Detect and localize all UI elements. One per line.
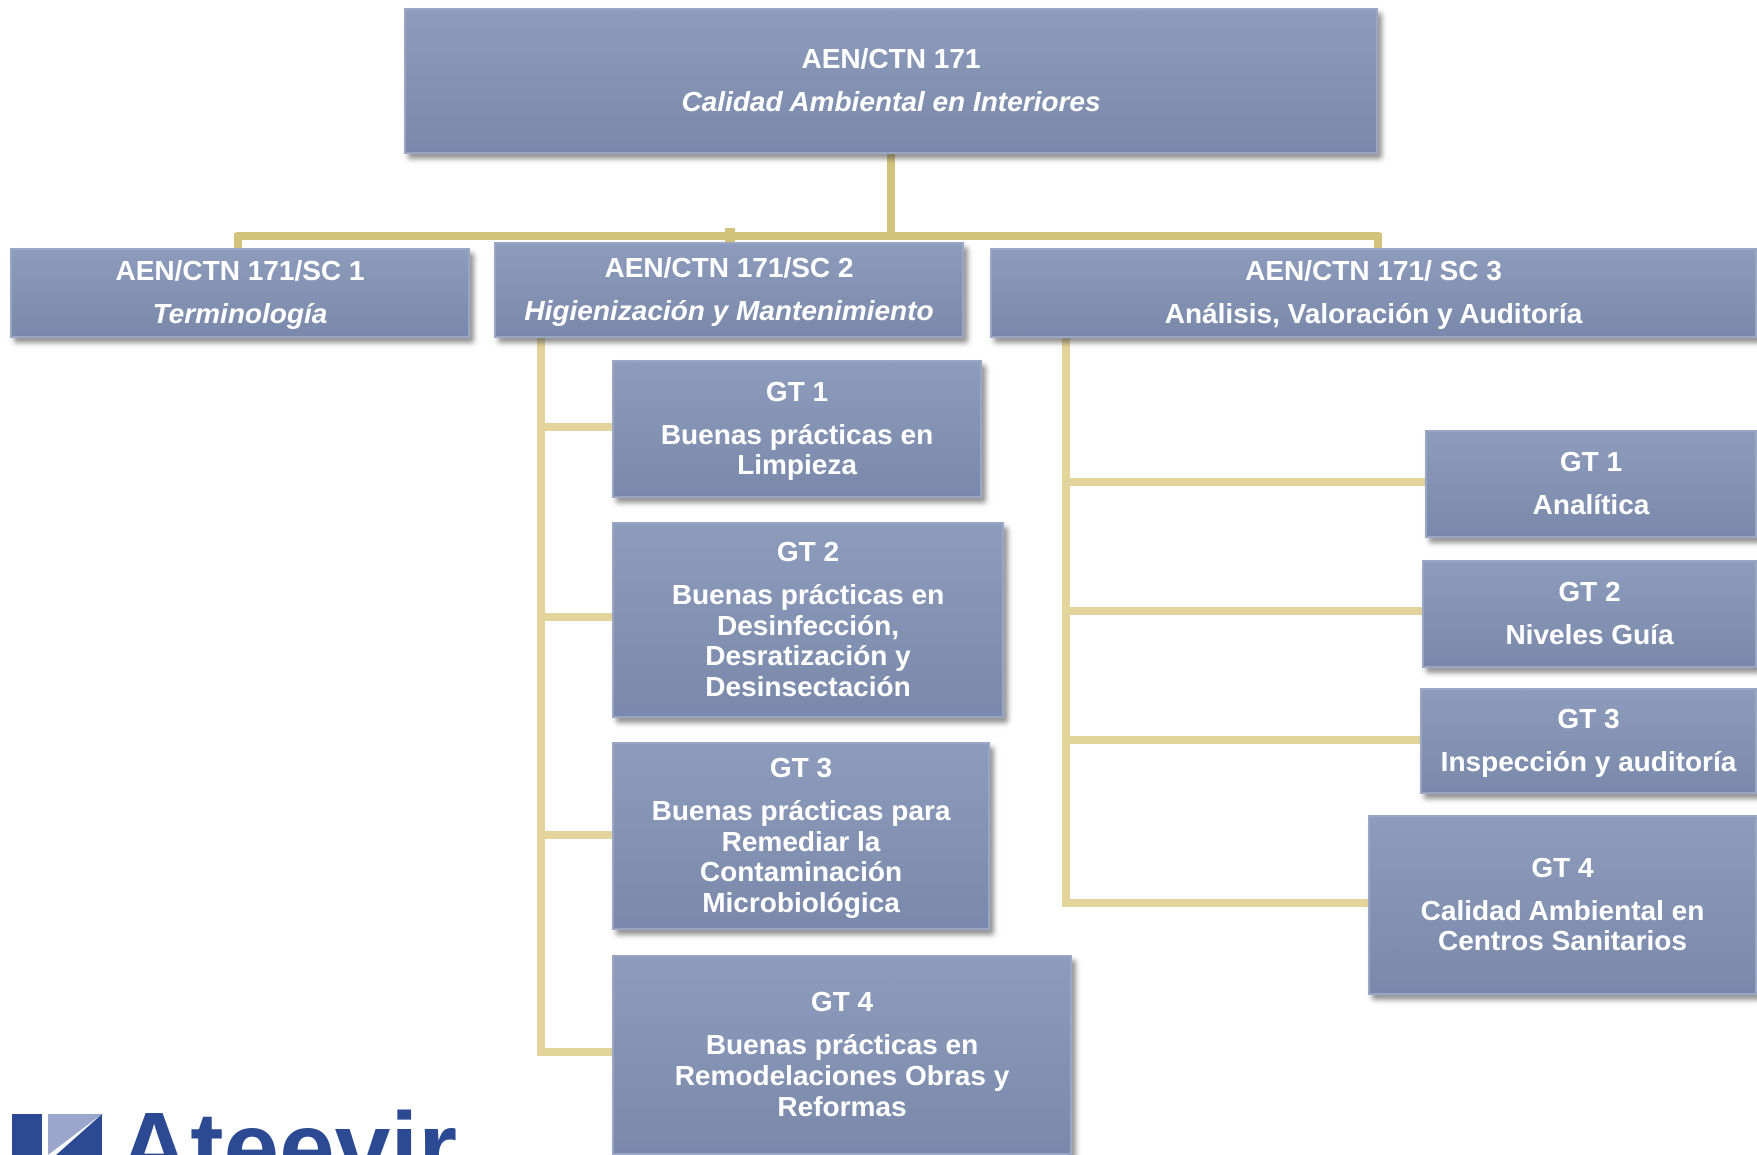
sc3-gt1-code: GT 1 <box>1559 446 1623 478</box>
sc2-gt4-name: Buenas prácticas en Remodelaciones Obras… <box>674 1029 1010 1122</box>
sc2-gt2-code: GT 2 <box>776 536 840 567</box>
sc3-gt4-code: GT 4 <box>1531 851 1594 883</box>
subcommittee-box-sc1: AEN/CTN 171/SC 1 Terminología <box>10 248 470 338</box>
sc2-gt1-code: GT 1 <box>765 375 829 407</box>
sc2-gt1-box: GT 1 Buenas prácticas en Limpieza <box>612 360 982 498</box>
sc3-gt2-name: Niveles Guía <box>1505 619 1674 650</box>
sc1-name: Terminología <box>152 298 328 329</box>
sc2-gt2-box: GT 2 Buenas prácticas en Desinfección, D… <box>612 522 1004 718</box>
sc2-gt4-box: GT 4 Buenas prácticas en Remodelaciones … <box>612 955 1072 1155</box>
sc3-gt2-box: GT 2 Niveles Guía <box>1422 560 1757 668</box>
sc3-gt3-code: GT 3 <box>1557 703 1620 735</box>
sc2-code: AEN/CTN 171/SC 2 <box>604 252 854 284</box>
subcommittee-box-sc3: AEN/CTN 171/ SC 3 Análisis, Valoración y… <box>990 248 1757 338</box>
ateevir-logo-mark-icon <box>12 1114 102 1155</box>
sc2-gt3-code: GT 3 <box>769 752 833 783</box>
sc2-name: Higienización y Mantenimiento <box>524 295 934 326</box>
ateevir-logo: Ateevir <box>12 1100 457 1155</box>
sc3-gt4-box: GT 4 Calidad Ambiental en Centros Sanita… <box>1368 815 1757 995</box>
sc2-gt1-name: Buenas prácticas en Limpieza <box>660 418 934 481</box>
root-code: AEN/CTN 171 <box>801 43 981 75</box>
sc2-gt3-box: GT 3 Buenas prácticas para Remediar la C… <box>612 742 990 930</box>
sc3-gt1-box: GT 1 Analítica <box>1425 430 1757 538</box>
sc3-gt3-box: GT 3 Inspección y auditoría <box>1420 688 1757 794</box>
subcommittee-box-sc2: AEN/CTN 171/SC 2 Higienización y Manteni… <box>494 242 964 338</box>
sc3-gt2-code: GT 2 <box>1558 576 1621 608</box>
sc3-gt3-name: Inspección y auditoría <box>1440 746 1737 777</box>
sc1-code: AEN/CTN 171/SC 1 <box>115 255 365 287</box>
root-committee-box: AEN/CTN 171 Calidad Ambiental en Interio… <box>404 8 1378 154</box>
sc3-gt1-name: Analítica <box>1532 489 1650 520</box>
sc2-gt3-name: Buenas prácticas para Remediar la Contam… <box>651 794 951 919</box>
sc2-gt4-code: GT 4 <box>810 986 874 1018</box>
sc3-code: AEN/CTN 171/ SC 3 <box>1245 255 1502 287</box>
sc3-gt4-name: Calidad Ambiental en Centros Sanitarios <box>1420 894 1705 957</box>
sc3-name: Análisis, Valoración y Auditoría <box>1164 298 1583 329</box>
root-name: Calidad Ambiental en Interiores <box>681 86 1101 117</box>
sc2-gt2-name: Buenas prácticas en Desinfección, Desrat… <box>671 578 945 703</box>
logo-wordmark: Ateevir <box>118 1100 457 1155</box>
